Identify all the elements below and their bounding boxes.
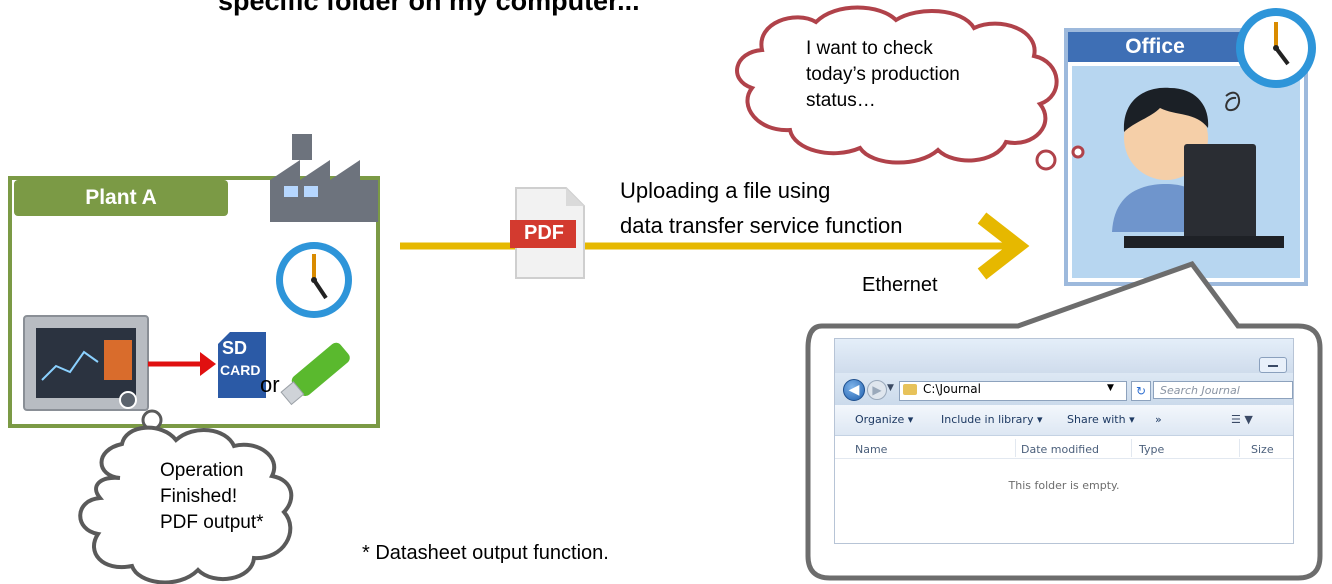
office-thought-line3: status… [806,90,876,111]
empty-folder-message: This folder is empty. [1008,479,1120,492]
address-text: C:\Journal [923,382,981,396]
office-label: Office [1125,35,1185,58]
share-with-menu[interactable]: Share with ▾ [1067,413,1135,426]
office-thought-bubble [735,5,1085,171]
plant-thought-line2: Finished! [160,486,238,507]
organize-menu[interactable]: Organize ▾ [855,413,914,426]
search-input[interactable]: Search Journal [1153,381,1293,399]
include-in-library-menu[interactable]: Include in library ▾ [941,413,1043,426]
column-size[interactable]: Size [1251,443,1274,456]
factory-icon [270,134,378,222]
file-explorer-window: ◀ ▶ ▼ C:\Journal ▼ ↻ Search Journal Orga… [834,338,1294,544]
transfer-text-line1: Uploading a file using [620,178,831,203]
office-thought-line1: I want to check [806,38,933,59]
sd-card-label: SD [222,338,248,358]
refresh-icon[interactable]: ↻ [1131,381,1151,401]
explorer-titlebar [835,339,1293,373]
hmi-panel-icon [23,315,149,411]
footnote: * Datasheet output function. [362,542,609,564]
pdf-file-icon [510,187,585,279]
office-thought-text: I want to check today’s production statu… [806,36,960,114]
plant-clock-icon [276,242,352,318]
column-divider [1015,439,1016,457]
column-divider [1131,439,1132,457]
sd-card-label-2: CARD [220,362,261,378]
history-dropdown-icon[interactable]: ▼ [887,383,894,393]
usb-stick-icon [280,342,350,406]
office-clock-icon [1236,8,1316,88]
plant-thought-text: Operation Finished! PDF output* [160,458,264,536]
plant-thought-bubble [78,409,294,584]
heading-partial: specific folder on my computer... [218,0,640,16]
pdf-icon-label: PDF [524,222,564,244]
export-arrow [148,352,216,376]
explorer-toolbar [835,405,1293,436]
column-header-row [835,436,1293,459]
column-name[interactable]: Name [855,443,888,456]
address-bar[interactable] [899,381,1127,401]
plant-thought-line1: Operation [160,460,244,481]
forward-arrow-icon[interactable]: ▶ [867,380,887,400]
office-thought-line2: today’s production [806,64,960,85]
column-type[interactable]: Type [1139,443,1165,456]
column-divider [1239,439,1240,457]
transfer-arrow [400,212,1030,280]
more-commands-button[interactable]: » [1155,413,1162,426]
transfer-text-line2: data transfer service function [620,213,903,238]
network-label: Ethernet [862,274,938,296]
sd-card-icon [218,332,266,398]
or-text: or [260,372,280,397]
back-arrow-icon[interactable]: ◀ [843,379,865,401]
folder-icon [903,384,917,395]
column-date-modified[interactable]: Date modified [1021,443,1099,456]
office-worker-icon [1112,87,1284,248]
plant-label: Plant A [14,180,228,216]
minimize-button[interactable] [1259,357,1287,373]
change-view-icon[interactable]: ☰ ▼ [1231,413,1253,426]
plant-thought-line3: PDF output* [160,512,264,533]
address-dropdown-icon[interactable]: ▼ [1107,383,1114,393]
